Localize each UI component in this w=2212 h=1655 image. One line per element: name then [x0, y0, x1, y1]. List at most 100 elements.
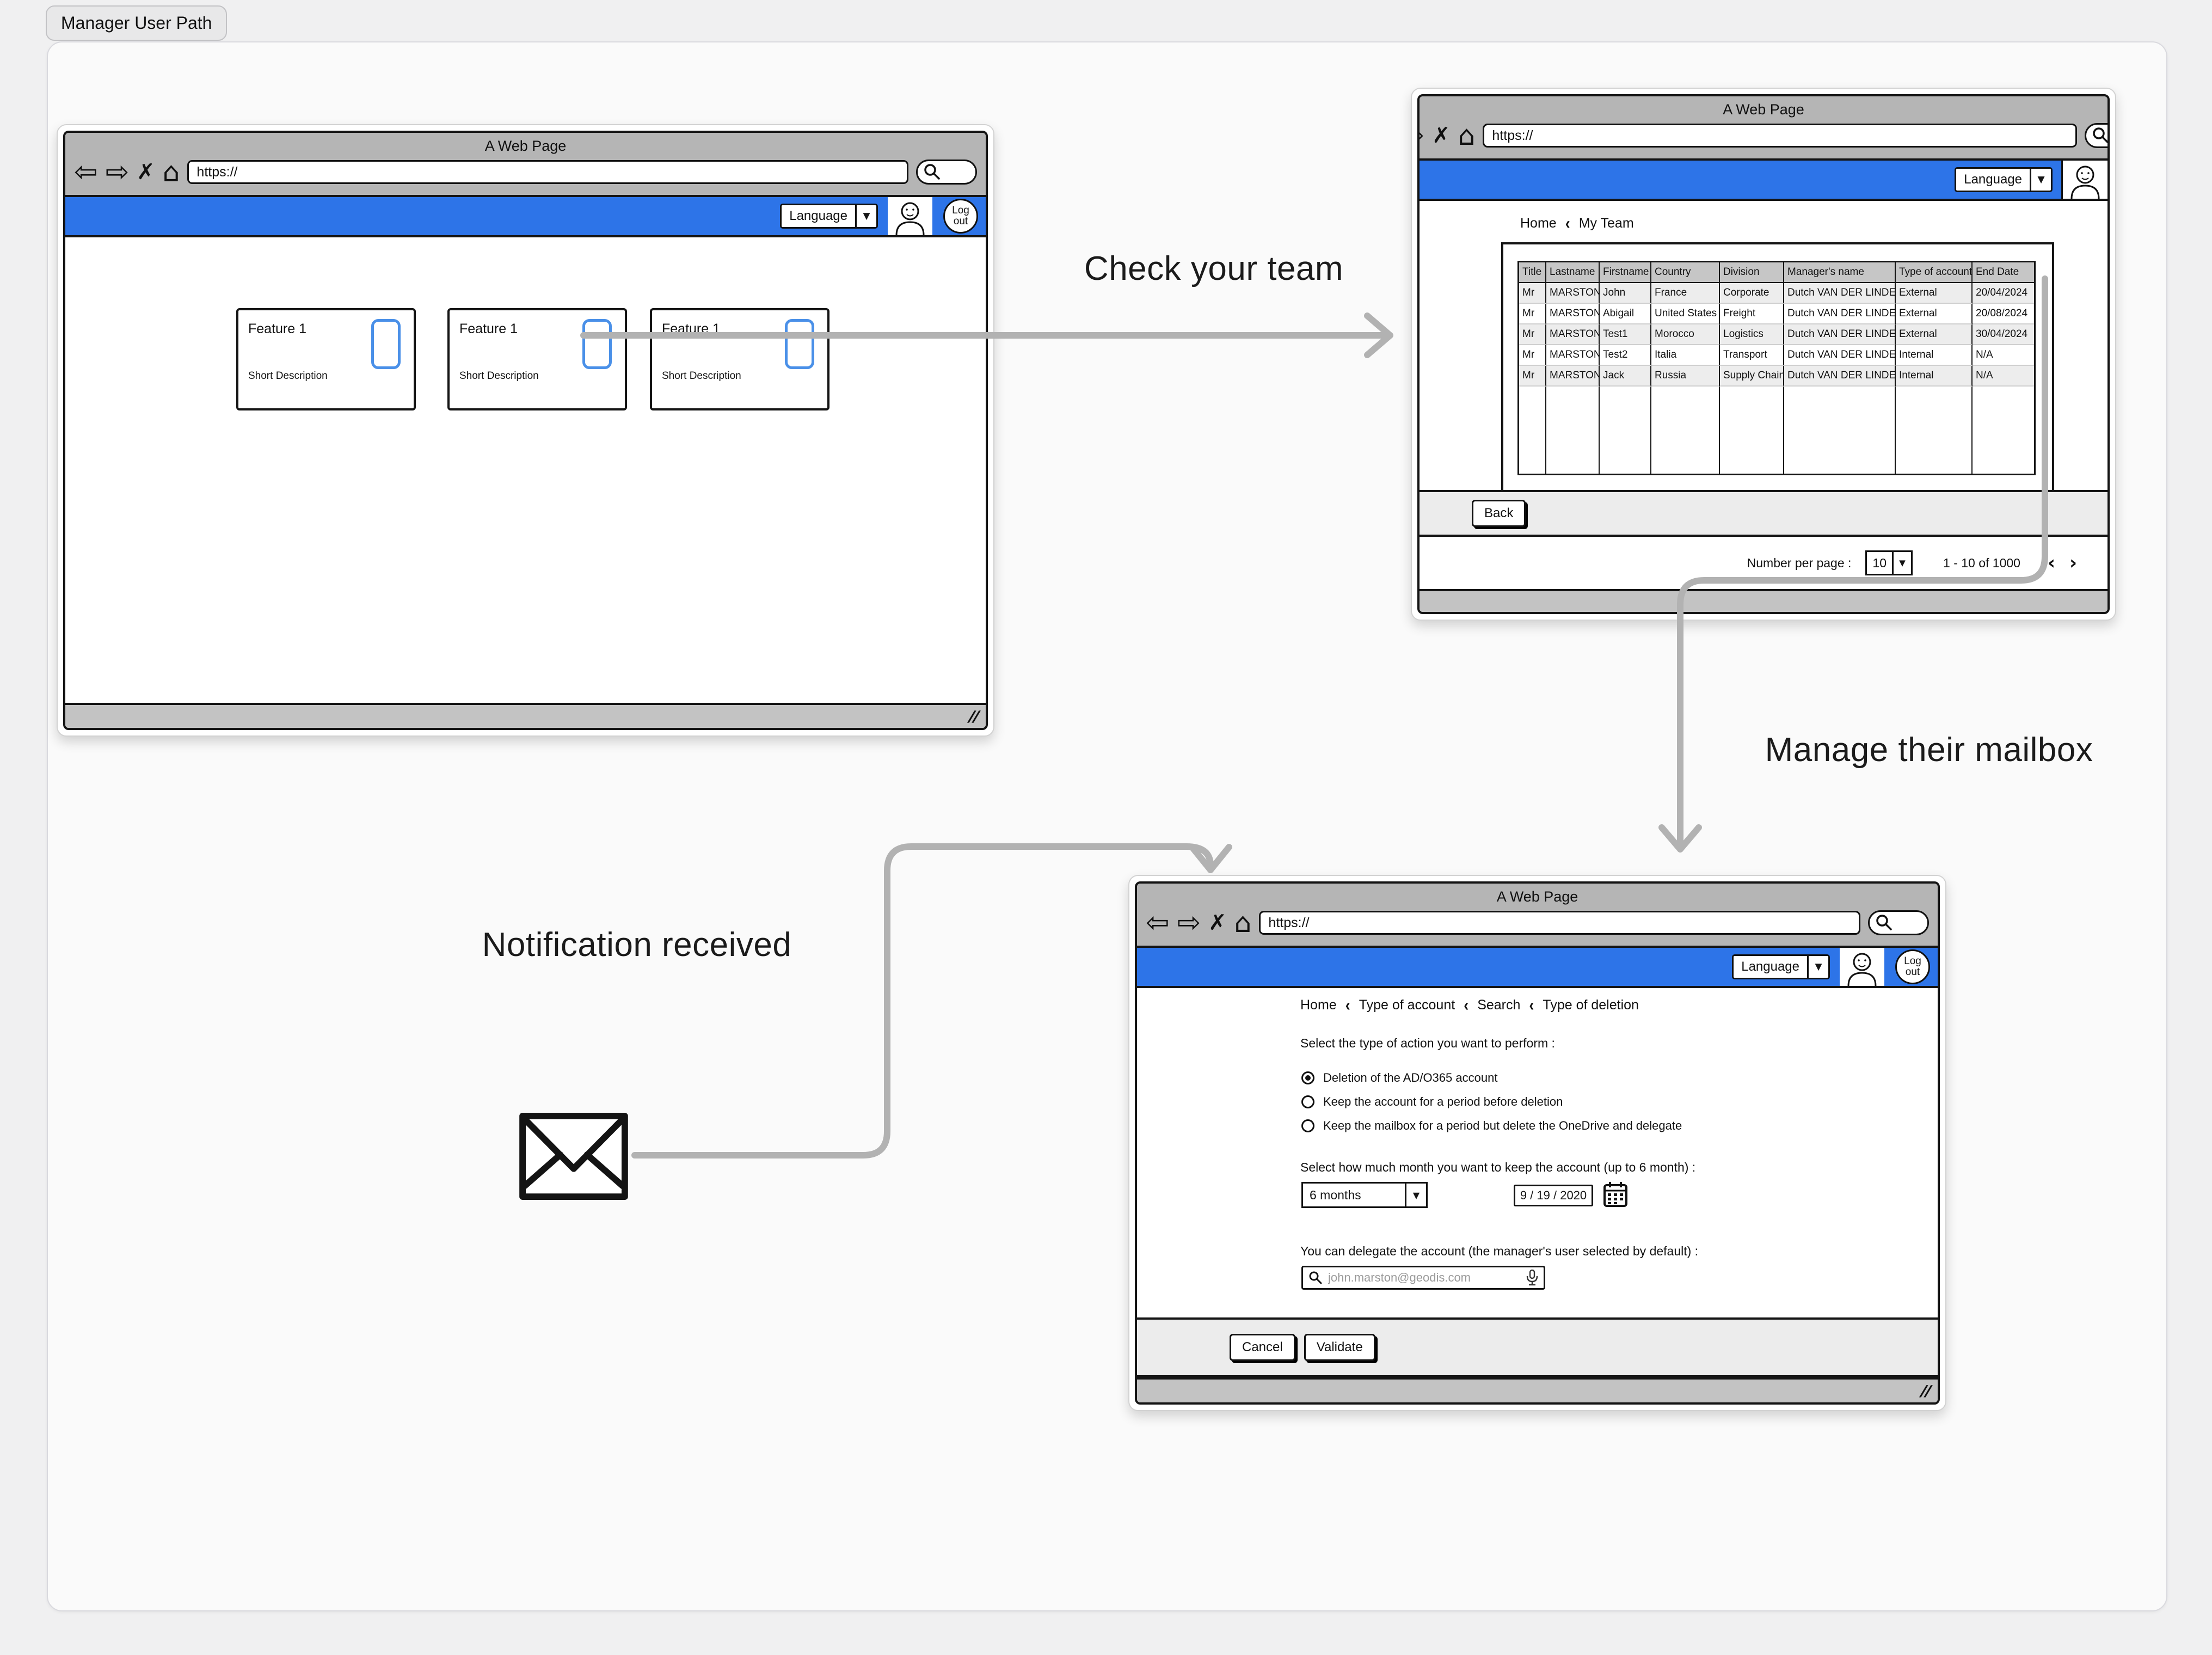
table-cell: Dutch VAN DER LINDE	[1784, 324, 1896, 345]
deletion-form-content: Home‹Type of account‹Search‹Type of dele…	[1137, 988, 1938, 1317]
table-header-cell: Type of account	[1896, 262, 1973, 283]
calendar-icon[interactable]	[1603, 1181, 1628, 1208]
search-button[interactable]	[1868, 910, 1929, 935]
table-cell: MARSTON	[1546, 324, 1600, 345]
breadcrumb-item[interactable]: Home	[1520, 216, 1557, 231]
search-button[interactable]	[916, 160, 977, 185]
app-navbar: Language ▼ Logout	[1137, 946, 1938, 988]
radio-button[interactable]	[1301, 1071, 1314, 1084]
table-header-cell: Division	[1720, 262, 1784, 283]
month-value: 6 months	[1310, 1187, 1361, 1202]
language-dropdown[interactable]: Language ▼	[1955, 167, 2053, 192]
app-navbar: Language ▼	[1420, 158, 2107, 201]
table-cell: 30/04/2024	[1973, 324, 2034, 345]
language-label: Language	[1741, 959, 1799, 974]
home-icon[interactable]: ⌂	[1234, 907, 1252, 939]
radio-option: Keep the mailbox for a period but delete…	[1301, 1118, 1682, 1134]
person-icon	[2070, 166, 2100, 199]
close-icon[interactable]: ✗	[137, 160, 155, 185]
table-cell: Dutch VAN DER LINDE	[1784, 304, 1896, 324]
logout-button[interactable]: Logout	[943, 199, 978, 234]
breadcrumb-item[interactable]: Search	[1477, 997, 1521, 1013]
envelope-icon	[519, 1112, 628, 1200]
feature-card-description: Short Description	[459, 370, 539, 382]
url-input[interactable]	[1259, 911, 1860, 935]
flow-label-check-team: Check your team	[1084, 250, 1344, 287]
table-cell: Freight	[1720, 304, 1784, 324]
table-cell: United States	[1651, 304, 1720, 324]
search-button[interactable]	[2085, 123, 2107, 148]
date-input[interactable]: 9 / 19 / 2020	[1514, 1185, 1593, 1206]
table-cell: Abigail	[1600, 304, 1651, 324]
back-button[interactable]: Back	[1472, 500, 1526, 527]
home-icon[interactable]: ⌂	[162, 156, 180, 188]
search-icon	[2093, 127, 2107, 143]
table-header-cell: Country	[1651, 262, 1720, 283]
table-cell: Mr	[1519, 304, 1546, 324]
avatar[interactable]	[888, 197, 932, 235]
radio-option: Deletion of the AD/O365 account	[1301, 1070, 1682, 1086]
logout-button[interactable]: Logout	[1895, 949, 1930, 984]
delegate-input[interactable]	[1327, 1270, 1522, 1285]
radio-option-label: Keep the mailbox for a period but delete…	[1323, 1119, 1682, 1132]
table-empty-cell	[1973, 387, 2034, 474]
chevron-down-icon: ▼	[855, 205, 876, 227]
table-cell: Internal	[1896, 345, 1973, 366]
flow-title-tab[interactable]: Manager User Path	[46, 5, 228, 41]
breadcrumb-chevron-icon: ‹	[1565, 213, 1570, 233]
next-page-icon[interactable]: ›	[2069, 552, 2077, 574]
resize-handle[interactable]: //	[1919, 1383, 1932, 1401]
radio-button[interactable]	[1301, 1119, 1314, 1132]
keep-month-label: Select how much month you want to keep t…	[1300, 1160, 1696, 1174]
chevron-down-icon: ▼	[1807, 956, 1828, 978]
close-icon[interactable]: ✗	[1432, 123, 1451, 148]
feature-image-placeholder-icon	[371, 319, 401, 369]
breadcrumb-item[interactable]: My Team	[1578, 216, 1634, 231]
forward-icon[interactable]: ⇨	[105, 156, 130, 188]
per-page-dropdown[interactable]: 10 ▼	[1865, 550, 1913, 575]
validate-button[interactable]: Validate	[1304, 1334, 1375, 1361]
breadcrumb-chevron-icon: ‹	[1345, 995, 1350, 1015]
delegate-search-field[interactable]	[1301, 1266, 1545, 1290]
prev-page-icon[interactable]: ‹	[2047, 552, 2055, 574]
close-icon[interactable]: ✗	[1208, 910, 1227, 935]
back-icon[interactable]: ⇦	[1146, 906, 1170, 939]
chevron-down-icon: ▼	[1405, 1184, 1426, 1206]
per-page-label: Number per page :	[1747, 555, 1852, 570]
resize-handle[interactable]: //	[967, 708, 980, 726]
table-cell: John	[1600, 283, 1651, 304]
breadcrumb: Home‹Type of account‹Search‹Type of dele…	[1300, 995, 1639, 1015]
radio-option-label: Keep the account for a period before del…	[1323, 1095, 1563, 1108]
table-cell: Corporate	[1720, 283, 1784, 304]
radio-button[interactable]	[1301, 1095, 1314, 1108]
url-input[interactable]	[1483, 124, 2077, 148]
avatar[interactable]	[2061, 161, 2107, 199]
breadcrumb: Home ‹ My Team	[1520, 213, 1634, 233]
browser-chrome: A Web Page ⇦ ⇨ ✗ ⌂	[1137, 884, 1938, 946]
back-icon[interactable]: ⇦	[74, 156, 98, 188]
forward-icon[interactable]: ⇨	[1420, 121, 1424, 150]
breadcrumb-item[interactable]: Type of deletion	[1543, 997, 1639, 1013]
form-footer: Cancel Validate	[1137, 1317, 1938, 1377]
feature-card-description: Short Description	[662, 370, 741, 382]
breadcrumb-item[interactable]: Type of account	[1359, 997, 1455, 1013]
range-label: 1 - 10 of 1000	[1943, 555, 2020, 570]
browser-window-mailbox: A Web Page ⇦ ⇨ ✗ ⌂ L	[1128, 875, 1946, 1411]
cancel-button[interactable]: Cancel	[1230, 1334, 1295, 1361]
month-dropdown[interactable]: 6 months ▼	[1301, 1182, 1428, 1208]
forward-icon[interactable]: ⇨	[1177, 906, 1201, 939]
table-cell: Logistics	[1720, 324, 1784, 345]
url-input[interactable]	[187, 160, 908, 184]
language-dropdown[interactable]: Language ▼	[780, 204, 878, 229]
language-dropdown[interactable]: Language ▼	[1732, 954, 1830, 979]
search-icon	[1309, 1271, 1322, 1284]
breadcrumb-item[interactable]: Home	[1300, 997, 1337, 1013]
home-icon[interactable]: ⌂	[1458, 120, 1476, 151]
search-icon	[924, 164, 940, 180]
avatar[interactable]	[1840, 948, 1884, 986]
